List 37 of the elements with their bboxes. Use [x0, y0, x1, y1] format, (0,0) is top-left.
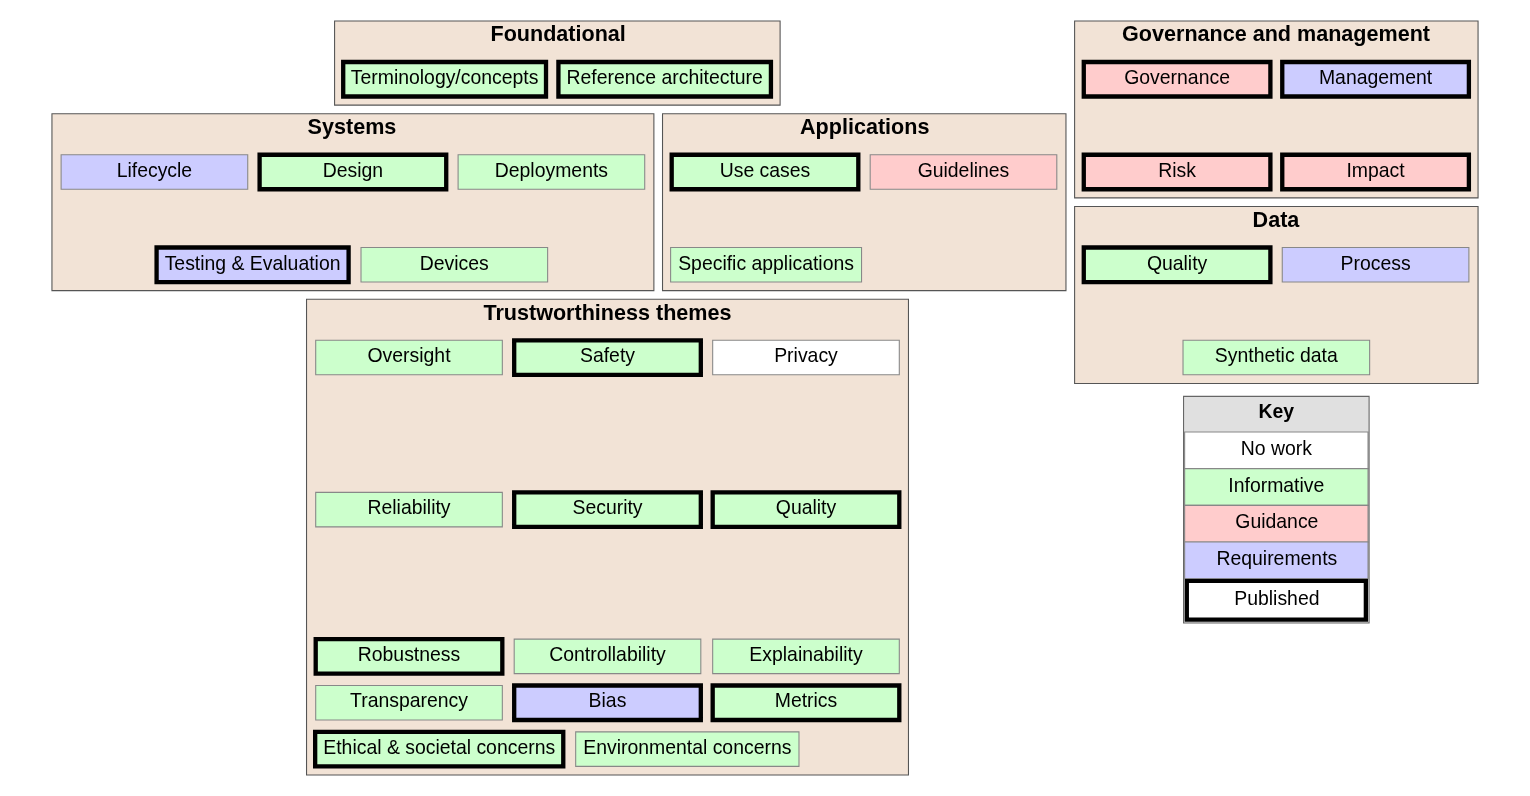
- node-box: Transparency: [315, 684, 503, 721]
- node-box: Synthetic data: [1182, 339, 1371, 376]
- node-box: Risk: [1081, 152, 1273, 192]
- node-box: Devices: [360, 246, 549, 283]
- node-box: Testing & Evaluation: [154, 245, 351, 285]
- node-box: Explainability: [712, 638, 900, 675]
- node-box: Reliability: [315, 491, 503, 528]
- node-box: Guidelines: [869, 154, 1058, 190]
- node-box: Impact: [1280, 152, 1472, 192]
- node-box: Quality: [1081, 245, 1273, 285]
- node-box: Design: [257, 152, 449, 192]
- node-box: Deployments: [457, 154, 646, 190]
- node-box: Security: [512, 490, 703, 530]
- legend-label: Informative: [1228, 473, 1325, 496]
- label: Key: [1258, 400, 1295, 423]
- node-box: Controllability: [513, 638, 702, 675]
- node-box: Lifecycle: [60, 154, 249, 190]
- legend-label: Requirements: [1216, 547, 1338, 570]
- node-box: Governance: [1081, 59, 1273, 99]
- node-box: Quality: [710, 490, 902, 530]
- node-box: Reference architecture: [556, 59, 774, 99]
- node-box: Bias: [512, 683, 703, 723]
- node-box: Environmental concerns: [575, 731, 800, 767]
- node-box: Privacy: [712, 339, 900, 376]
- node-box: Robustness: [313, 636, 505, 676]
- legend-label: Published: [1234, 587, 1320, 610]
- node-box: Terminology/concepts: [341, 59, 549, 99]
- node-box: Oversight: [315, 339, 503, 376]
- legend-label: No work: [1240, 437, 1312, 460]
- node-box: Management: [1280, 59, 1472, 99]
- node-box: Ethical & societal concerns: [313, 729, 566, 769]
- node-box: Process: [1281, 246, 1470, 283]
- legend-label: Guidance: [1235, 510, 1319, 533]
- node-box: Specific applications: [670, 246, 863, 283]
- node-box: Safety: [512, 338, 703, 377]
- node-box: Use cases: [669, 152, 861, 192]
- node-box: Metrics: [710, 683, 902, 723]
